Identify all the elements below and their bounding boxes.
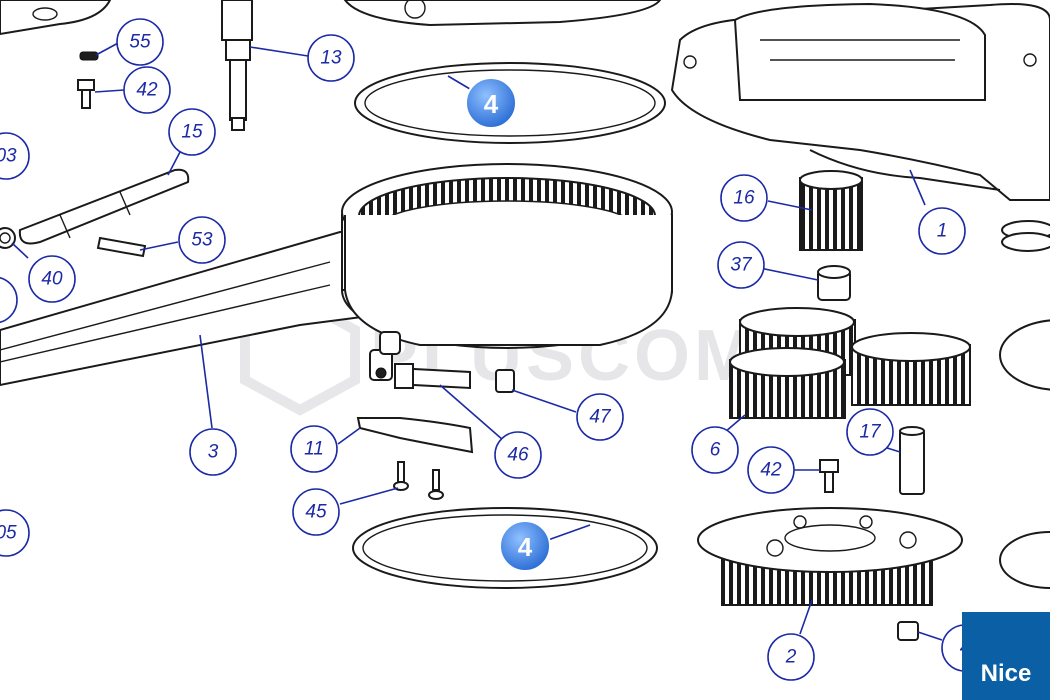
svg-text:15: 15	[181, 122, 203, 143]
bolt-42-right	[819, 459, 839, 493]
svg-text:11: 11	[304, 439, 324, 460]
svg-text:55: 55	[129, 32, 151, 53]
part-16-pinion	[799, 170, 863, 251]
bushing-47	[495, 369, 515, 393]
part-13-shaft	[221, 0, 253, 131]
upper-cover	[343, 0, 662, 27]
callout-42-right: 42	[747, 446, 795, 494]
svg-text:4: 4	[484, 89, 499, 119]
callout-46: 46	[494, 431, 542, 479]
right-washer	[1001, 220, 1050, 252]
part-37-bushing	[817, 265, 851, 301]
callout-3: 3	[189, 428, 237, 476]
svg-text:3: 3	[208, 442, 219, 463]
svg-text:42: 42	[760, 460, 782, 481]
callout-47: 47	[576, 393, 624, 441]
right-disc	[999, 319, 1050, 589]
callout-37: 37	[717, 241, 765, 289]
part-53-pin	[96, 236, 147, 258]
callout-1: 1	[918, 207, 966, 255]
part-15-pin	[18, 168, 190, 245]
badge-4-bottom: 4	[499, 520, 551, 572]
bolt-46	[394, 363, 471, 390]
svg-text:16: 16	[733, 188, 755, 209]
svg-text:45: 45	[305, 502, 327, 523]
callout-16: 16	[720, 174, 768, 222]
small-spring	[79, 51, 99, 61]
svg-text:4: 4	[518, 532, 533, 562]
brand-name: Nice	[980, 660, 1032, 687]
part-40-washer	[0, 227, 16, 249]
svg-text:03: 03	[0, 146, 17, 167]
callout-53: 53	[178, 216, 226, 264]
ring-gear	[341, 163, 673, 349]
callout-03: 03	[0, 132, 30, 180]
leader-lines	[11, 41, 943, 641]
nut-small	[897, 621, 919, 641]
svg-text:47: 47	[589, 407, 612, 428]
callout-15: 15	[168, 108, 216, 156]
svg-text:13: 13	[320, 48, 342, 69]
callout-17: 17	[846, 408, 894, 456]
callout-6: 6	[691, 426, 739, 474]
part-17-rod	[899, 426, 925, 495]
svg-text:37: 37	[730, 255, 753, 276]
callout-42-top: 42	[123, 66, 171, 114]
callout-13: 13	[307, 34, 355, 82]
callout-9: 9	[0, 276, 18, 324]
part-11-plate	[356, 417, 474, 454]
callout-2: 2	[767, 633, 815, 681]
bolt-46-cap	[369, 331, 401, 381]
svg-text:17: 17	[859, 422, 882, 443]
svg-text:1: 1	[937, 221, 948, 242]
svg-text:2: 2	[785, 647, 797, 668]
svg-text:42: 42	[136, 80, 158, 101]
part-6-gears	[729, 307, 971, 419]
part-1-housing	[670, 2, 1050, 201]
top-left-bracket	[0, 0, 112, 36]
callout-40: 40	[28, 255, 76, 303]
svg-text:40: 40	[41, 269, 63, 290]
svg-text:05: 05	[0, 523, 17, 544]
svg-text:6: 6	[710, 440, 721, 461]
svg-text:53: 53	[191, 230, 213, 251]
screws-45	[393, 461, 444, 500]
callout-11: 11	[290, 425, 338, 473]
callout-45: 45	[292, 488, 340, 536]
part-2-gear-plate	[697, 507, 963, 606]
callout-05: 05	[0, 509, 30, 557]
bolt-42-top	[77, 79, 95, 109]
badge-4-top: 4	[465, 77, 517, 129]
brand-logo: Nice	[962, 612, 1050, 700]
svg-text:46: 46	[507, 445, 529, 466]
callout-55: 55	[116, 18, 164, 66]
